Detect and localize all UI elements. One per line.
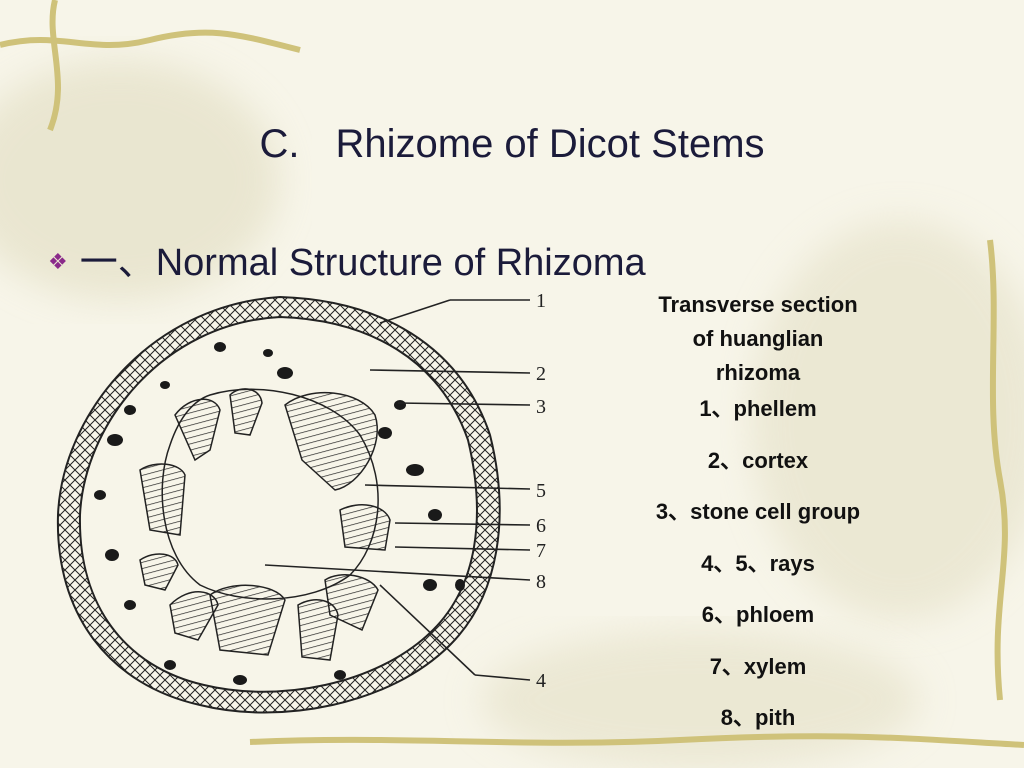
legend-caption-line: rhizoma	[715, 360, 801, 385]
legend-item-phellem: 1、phellem	[699, 396, 817, 421]
legend-item-phloem: 6、phloem	[701, 602, 815, 627]
stone-cell-groups	[94, 342, 465, 685]
stone-cell-group	[277, 367, 293, 379]
legend-item-xylem: 7、xylem	[709, 653, 807, 679]
title-text: Rhizome of Dicot Stems	[335, 122, 765, 166]
diagram-number-5: 5	[536, 480, 546, 502]
bullet-text: 一、Normal Structure of Rhizoma	[79, 242, 646, 284]
vascular-bundle	[209, 584, 286, 656]
stone-cell-group	[423, 579, 437, 591]
diagram-number-8: 8	[536, 571, 546, 593]
diagram-number-3: 3	[536, 396, 546, 418]
diamond-bullet-icon: ❖	[48, 249, 68, 274]
diagram-number-4: 4	[536, 670, 546, 692]
vascular-bundle	[324, 574, 379, 632]
bullet-heading: ❖ 一、Normal Structure of Rhizoma	[48, 231, 646, 286]
legend-item-stone-cell-group: 3、stone cell group	[655, 499, 861, 524]
stone-cell-group	[94, 490, 106, 500]
legend-item-cortex: 2、cortex	[707, 447, 809, 473]
legend-caption-line: Transverse section	[658, 292, 858, 317]
phellem-layer	[56, 295, 501, 714]
diagram-number-7: 7	[536, 540, 546, 562]
diagram-number-2: 2	[536, 363, 546, 385]
leader-lines	[264, 299, 531, 681]
stone-cell-group	[455, 579, 465, 591]
stone-cell-group	[233, 675, 247, 685]
slide-title: C. Rhizome of Dicot Stems	[0, 122, 1024, 167]
stone-cell-group	[214, 342, 226, 352]
stone-cell-group	[124, 405, 136, 415]
rhizome-cross-section-diagram: 1 2 3 5 6 7 8 4	[56, 290, 546, 714]
title-letter: C.	[259, 122, 300, 166]
legend-item-pith: 8、pith	[720, 705, 796, 730]
stone-cell-group	[164, 660, 176, 670]
stone-cell-group	[334, 670, 346, 680]
diagram-legend: Transverse section of huanglian rhizoma …	[608, 288, 908, 757]
legend-item-rays: 4、5、rays	[701, 550, 815, 576]
stone-cell-group	[428, 509, 442, 521]
diagram-number-6: 6	[536, 515, 546, 537]
vascular-bundle	[139, 463, 186, 536]
stone-cell-group	[378, 427, 392, 439]
stone-cell-group	[406, 464, 424, 476]
vascular-bundle	[139, 553, 179, 591]
legend-caption: Transverse section of huanglian rhizoma	[608, 288, 908, 390]
stone-cell-group	[124, 600, 136, 610]
vascular-bundle	[174, 398, 221, 462]
stone-cell-group	[394, 400, 406, 410]
legend-caption-line: of huanglian	[692, 326, 824, 351]
stone-cell-group	[263, 349, 273, 357]
vascular-bundle	[284, 392, 378, 491]
vascular-bundles	[139, 388, 391, 661]
vascular-bundle	[229, 388, 263, 436]
diagram-number-1: 1	[536, 290, 546, 312]
stone-cell-group	[107, 434, 123, 446]
stone-cell-group	[105, 549, 119, 561]
vascular-bundle	[339, 504, 391, 551]
stone-cell-group	[160, 381, 170, 389]
vascular-bundle	[169, 591, 219, 641]
